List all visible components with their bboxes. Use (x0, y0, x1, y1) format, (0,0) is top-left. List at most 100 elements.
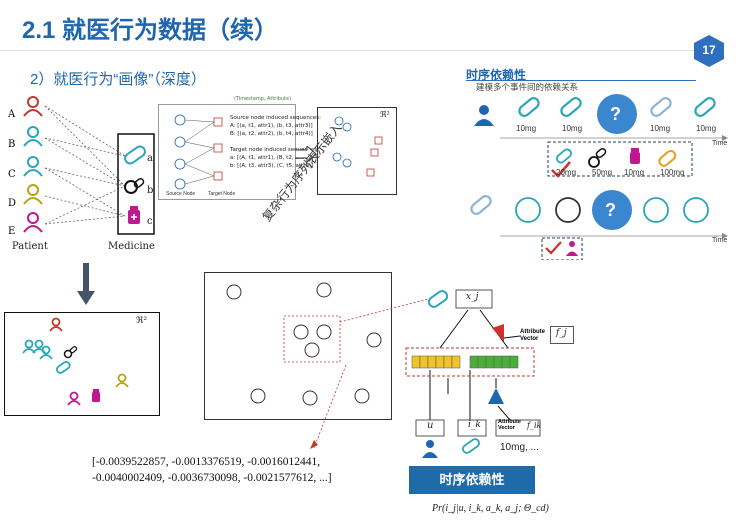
temporal-sequence-diagram (470, 94, 728, 260)
dose-label: 10mg (650, 124, 671, 133)
xj-label: x_j (466, 292, 479, 302)
time-label: Time (712, 140, 728, 147)
result-points (332, 116, 383, 177)
embedding-vector-text: [-0.0039522857, -0.0013376519, -0.001601… (92, 456, 332, 484)
temporal-title: 时序依赖性 (466, 68, 527, 82)
temporal-dependency-banner: 时序依赖性 (409, 466, 535, 494)
patient-icon (67, 391, 81, 406)
temporal-description: 建模多个事件间的依赖关系 (476, 82, 579, 92)
target-caption: Target Node (208, 191, 236, 197)
question-mark-2: ? (605, 200, 616, 220)
user-icon (422, 440, 438, 458)
patient-icon-e (23, 212, 43, 233)
medicine-box (117, 133, 155, 235)
pill-icon (63, 346, 78, 359)
patient-icon (49, 317, 63, 332)
embedding-space-label: ℜ² (136, 316, 147, 326)
result-space-box (317, 107, 397, 195)
patient-caption: Patient (12, 241, 48, 252)
patient-icon (39, 345, 53, 360)
attribute-node (495, 419, 541, 437)
down-arrow (77, 263, 95, 305)
attribute-vector-top-label: Attribute Vector (520, 329, 545, 342)
question-mark: ? (610, 104, 621, 124)
patient-label: E (8, 226, 16, 237)
patient-label: A (8, 109, 16, 120)
behavior-embedding-points (226, 282, 382, 406)
page-number-badge: 17 (692, 34, 726, 68)
check-icon (551, 161, 571, 178)
page-number: 17 (702, 43, 716, 57)
baby-faces (515, 197, 709, 223)
temporal-title-rule (466, 80, 696, 81)
sequence-panel (158, 104, 296, 200)
dose-label: 10mg (696, 124, 717, 133)
embedding-points (22, 317, 129, 406)
attribute-gate-top (492, 324, 504, 342)
result-space-label: ℜ² (380, 110, 390, 119)
patient-icon-b (23, 126, 43, 147)
xj-node (455, 289, 493, 309)
source-caption: Source Node (166, 191, 196, 197)
patient-icon-c (23, 156, 43, 177)
time-label-2: Time (712, 237, 728, 244)
ik-label: i_k (468, 420, 481, 430)
u-node (415, 419, 445, 437)
patient-label: C (8, 169, 16, 180)
fj-node (550, 326, 574, 344)
patient-icon (115, 373, 129, 388)
dose-example: 10mg, ... (500, 442, 539, 453)
attribute-gate-bottom (488, 388, 504, 404)
medicine-caption: Medicine (108, 241, 155, 252)
target-header: Target node induced sequences: (230, 147, 320, 153)
patient-icon (32, 339, 46, 354)
target-line: b: [(A, t3, attr3), (C, t5, attr5)] (230, 163, 314, 169)
embedding-space-box (4, 312, 160, 416)
bracket-dose: 50mg (592, 168, 613, 177)
check-icon (545, 241, 562, 255)
medicine-bottle-icon (128, 206, 140, 224)
dose-label: 10mg (516, 124, 537, 133)
probability-formula: Pr(i_j|u, i_k, a_k, a_j; Θ_cd) (432, 503, 549, 514)
patient-icon-a (23, 96, 43, 117)
capsule-icon (56, 361, 71, 374)
capsule-icon (462, 438, 480, 454)
medicine-label: c (147, 216, 153, 227)
bracket-dose: 20mg (556, 168, 577, 177)
fik-label: f_ik (527, 421, 542, 430)
model-diagram (405, 289, 541, 458)
slide-title: 2.1 就医行为数据（续） (22, 17, 279, 44)
medicine-label: a (147, 153, 153, 164)
medicine-bottle-icon (630, 148, 640, 164)
source-line: A: [(a, t1, attr1), (b, t3, attr3)] (230, 123, 313, 129)
pill-icon (588, 147, 607, 168)
capsule-icon (124, 145, 146, 165)
behavior-embedding-box (204, 272, 392, 420)
source-header: Source node induced sequences: (230, 115, 321, 121)
medicine-bottle-icon (92, 389, 100, 402)
patient-letters: A B C D E (8, 100, 16, 246)
patient-label: D (8, 198, 17, 209)
mother-icon (566, 241, 578, 256)
target-line: a: [(A, t1, attr1), (B, t2, attr2)] (230, 155, 314, 161)
pill-icon (124, 177, 145, 194)
patient-icon-d (23, 184, 43, 205)
unknown-event-circle (597, 94, 637, 134)
patient-label: B (8, 139, 16, 150)
bracket-dose: 10mg (624, 168, 645, 177)
title-divider (0, 50, 700, 51)
sequence-header: (Timestamp, Attribute) (234, 96, 292, 102)
bipartite-graph (23, 96, 155, 235)
section-subtitle: 2）就医行为“画像”（深度） (30, 71, 206, 88)
capsule-icon (470, 195, 492, 215)
right-arrow (295, 146, 317, 162)
sequence-text: Source node induced sequences: A: [(a, t… (230, 114, 321, 170)
capsule-icon (427, 290, 449, 308)
attribute-vector-bottom-label: Attribute Vector (498, 419, 521, 431)
u-label: u (427, 420, 434, 431)
source-line: B: [(a, t2, attr2), (b, t4, attr4)] (230, 131, 313, 137)
medicine-label: b (147, 185, 154, 196)
bracket-dose: 100mg (660, 168, 685, 177)
unknown-event-circle-2 (592, 190, 632, 230)
